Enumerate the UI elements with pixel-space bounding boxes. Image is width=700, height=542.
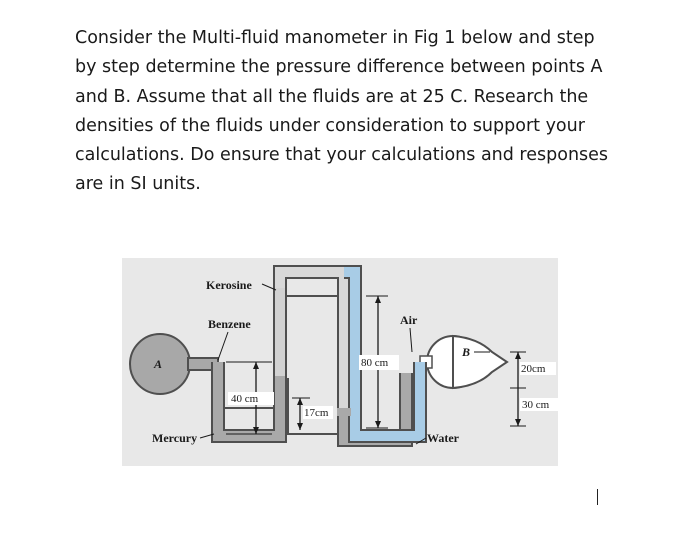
dim-30-label: 30 cm: [522, 399, 550, 411]
label-water: Water: [427, 431, 460, 445]
leader-benzene: [217, 331, 229, 361]
label-mercury: Mercury: [152, 431, 197, 445]
leader-water: [415, 437, 427, 445]
air-cap-fill: [344, 267, 360, 292]
label-kerosine: Kerosine: [206, 278, 252, 292]
mercury-fill-u1: [213, 362, 285, 441]
question-line: by step determine the pressure differenc…: [75, 57, 603, 78]
text-cursor: [597, 489, 598, 505]
kerosine-fill: [275, 267, 349, 426]
dim-80-arrow-down: [375, 421, 381, 428]
dim-30-label-bg: [520, 398, 558, 411]
dim-80-label-bg: [359, 355, 399, 370]
dim-80-arrow-up: [375, 296, 381, 303]
manometer-figure: 40 cm 17cm 80 cm 20cm 30 cm Kerosine Ben…: [122, 258, 558, 466]
leader-air: [409, 327, 413, 353]
label-point-a: A: [153, 357, 162, 371]
dim-80-label: 80 cm: [361, 357, 389, 369]
water-fill: [350, 292, 425, 441]
dim-40-label: 40 cm: [231, 393, 259, 405]
dim-17-label: 17cm: [304, 407, 329, 419]
dim-20-label-bg: [520, 362, 556, 375]
question-text: Consider the Multi-fluid manometer in Fi…: [75, 24, 645, 200]
label-point-b: B: [461, 345, 470, 359]
question-line: densities of the fluids under considerat…: [75, 115, 585, 136]
dim-40-label-bg: [228, 392, 274, 405]
label-air: Air: [400, 313, 418, 327]
question-line: are in SI units.: [75, 174, 201, 195]
dim-40-arrow-up: [253, 362, 259, 369]
dim-20-arrow-up: [515, 352, 521, 359]
label-benzene: Benzene: [208, 317, 251, 331]
dim-40-arrow-down: [253, 427, 259, 434]
leader-kerosine: [261, 283, 277, 291]
question-line: calculations. Do ensure that your calcul…: [75, 145, 609, 166]
dim-17-arrow-down: [297, 423, 303, 430]
bulb-b-cone: [452, 334, 509, 390]
question-line: Consider the Multi-fluid manometer in Fi…: [75, 28, 595, 48]
dim-17-label-bg: [303, 406, 333, 419]
leader-mercury: [199, 433, 215, 439]
dim-17-arrow-up: [297, 398, 303, 405]
dim-20-label: 20cm: [521, 363, 546, 375]
mercury-interface: [337, 408, 351, 416]
question-line: and B. Assume that all the fluids are at…: [75, 86, 589, 107]
dim-30-arrow-down: [515, 419, 521, 426]
